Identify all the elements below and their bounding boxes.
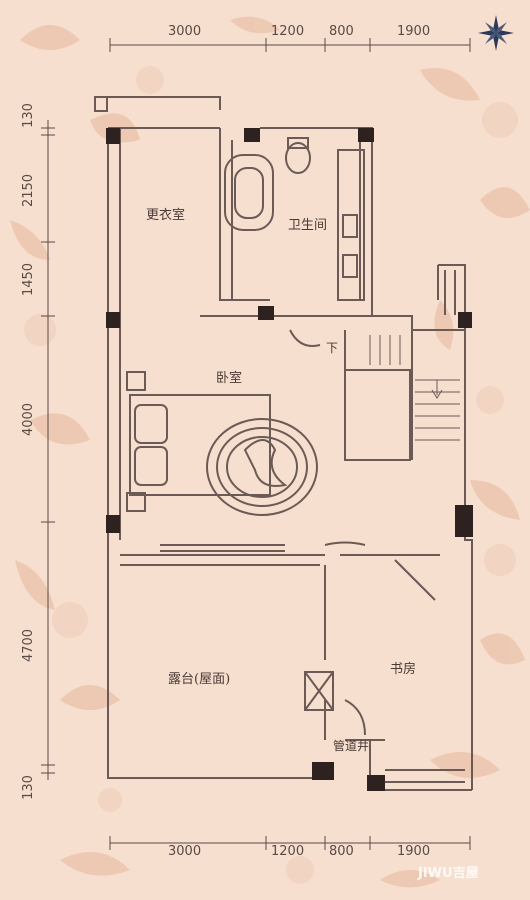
dim-top-1: 3000: [168, 24, 202, 39]
dim-top-4: 1900: [397, 24, 431, 39]
dim-top-3: 800: [329, 24, 354, 39]
dim-left-6: 130: [20, 775, 36, 800]
dim-left-1: 130: [20, 103, 36, 128]
dim-bottom-4: 1900: [397, 844, 431, 859]
room-label-bathroom: 卫生间: [288, 218, 328, 233]
room-label-dressing: 更衣室: [146, 208, 186, 223]
room-label-bedroom: 卧室: [216, 371, 243, 386]
columns: [106, 128, 473, 791]
dimension-lines: [41, 38, 471, 850]
stair-down-label: 下: [326, 341, 339, 355]
room-label-terrace: 露台(屋面): [168, 672, 231, 687]
dim-bottom-2: 1200: [271, 844, 305, 859]
dim-left-2: 2150: [21, 173, 37, 208]
room-label-study: 书房: [390, 662, 417, 677]
dim-bottom-3: 800: [329, 844, 354, 859]
walls: [94, 96, 473, 791]
stair-treads: [369, 335, 460, 441]
dim-bottom-1: 3000: [168, 844, 202, 859]
room-label-shaft: 管道井: [333, 739, 370, 753]
dim-left-3: 1450: [21, 262, 37, 297]
dim-left-5: 4700: [21, 628, 37, 663]
compass-icon: [478, 15, 514, 51]
dim-left-4: 4000: [21, 402, 37, 437]
dim-top-2: 1200: [271, 24, 305, 39]
watermark: JIWU吉屋: [418, 866, 479, 881]
